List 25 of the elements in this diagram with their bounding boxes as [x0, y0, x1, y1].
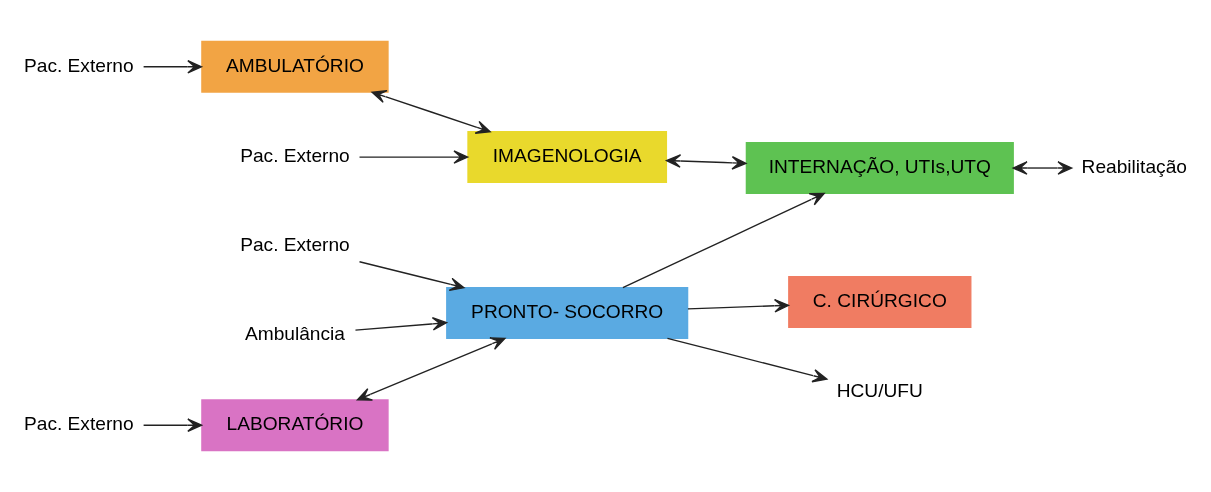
- node-box: AMBULATÓRIO: [201, 40, 389, 93]
- arrow: [371, 90, 491, 134]
- node-text: Ambulância: [244, 322, 345, 344]
- node-text: Reabilitação: [1081, 156, 1187, 178]
- node-text: Pac. Externo: [23, 413, 134, 435]
- arrow: [666, 337, 828, 383]
- node-text: Pac. Externo: [240, 234, 350, 256]
- arrow: [358, 261, 465, 292]
- arrow: [358, 150, 469, 164]
- arrow: [622, 192, 825, 289]
- node-box: IMAGENOLOGIA: [467, 131, 668, 184]
- arrow: [687, 298, 790, 313]
- arrow: [1012, 161, 1073, 175]
- node-text: HCU/UFU: [836, 380, 923, 402]
- node-text: Pac. Externo: [23, 54, 134, 76]
- node-box: INTERNAÇÃO, UTIs,UTQ: [745, 142, 1014, 194]
- arrow: [142, 418, 203, 433]
- arrow: [142, 59, 203, 74]
- node-box: C. CIRÚRGICO: [788, 276, 972, 329]
- node-box: PRONTO- SOCORRO: [446, 287, 689, 340]
- node-text: Pac. Externo: [240, 145, 350, 167]
- arrow: [665, 154, 747, 170]
- node-box: LABORATÓRIO: [201, 399, 389, 452]
- arrow: [354, 317, 448, 331]
- arrow: [356, 337, 506, 401]
